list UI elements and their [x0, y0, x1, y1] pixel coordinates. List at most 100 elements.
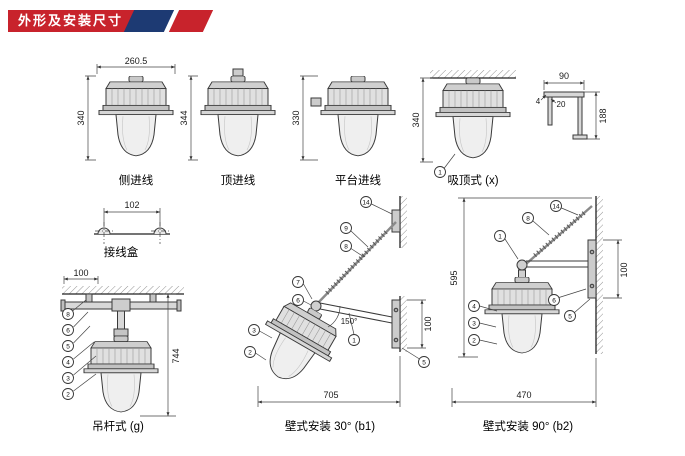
callout-number: 8 — [526, 215, 530, 222]
dimension-width: 102 — [103, 200, 161, 226]
callout-number: 6 — [66, 327, 70, 334]
hanger-clamp — [85, 293, 93, 303]
callout-number: 8 — [66, 311, 70, 318]
dim-text: 744 — [171, 348, 181, 363]
callout: 2 — [468, 334, 498, 346]
dim-text: 705 — [323, 390, 338, 400]
rod-coupling — [113, 328, 129, 337]
angle-arc — [327, 305, 341, 328]
anchor-plate — [391, 209, 401, 233]
drawing-wall-30: 150° 100 705 14 9 8 — [244, 196, 433, 433]
callout-number: 4 — [66, 359, 70, 366]
stay-rod-threads — [532, 211, 586, 258]
dimension-height: 188 — [584, 91, 608, 140]
callout-number: 14 — [552, 203, 560, 210]
callout-number: 5 — [422, 359, 426, 366]
callout: 5 — [62, 325, 91, 352]
drawing-wall-90: 595 100 470 14 8 1 — [449, 196, 629, 433]
callout-number: 5 — [66, 343, 70, 350]
dim-text: 20 — [557, 100, 566, 109]
callout-number: 2 — [472, 337, 476, 344]
platform-entry-fitting — [310, 97, 322, 107]
bracket-arm — [526, 260, 588, 268]
drawing-top-entry: 344 顶进线 — [179, 68, 276, 187]
callout: 14 — [360, 196, 393, 215]
dimension-height: 330 — [291, 75, 318, 161]
wall-plate — [587, 239, 597, 299]
drawing-label: 壁式安装 30° (b1) — [285, 419, 375, 433]
wall-plate — [391, 299, 401, 349]
drawing-label: 吊杆式 (g) — [92, 419, 144, 433]
drawing-label: 侧进线 — [119, 173, 154, 187]
callout: 8 — [62, 299, 87, 320]
callout-number: 14 — [362, 199, 370, 206]
drawing-label: 吸顶式 (x) — [447, 174, 498, 187]
tee-fitting — [111, 298, 131, 312]
callout: 9 — [340, 222, 369, 248]
callout-number: 3 — [66, 375, 70, 382]
stay-rod — [315, 221, 397, 306]
ceiling-hatch — [62, 286, 184, 294]
header-accent-navy — [123, 10, 175, 32]
callout: 5 — [401, 347, 430, 368]
callout-number: 3 — [252, 327, 256, 334]
dim-text: 330 — [291, 110, 301, 125]
dim-text: 102 — [124, 200, 139, 210]
pipe-cap-right — [176, 299, 182, 312]
ceiling-hatch — [430, 70, 516, 78]
elbow-fitting — [516, 259, 528, 271]
dim-text: 340 — [411, 112, 421, 127]
dim-text: 90 — [559, 71, 569, 81]
page-title: 外形及安装尺寸 — [18, 13, 124, 28]
callout: 3 — [468, 317, 497, 329]
callout-number: 6 — [296, 297, 300, 304]
lamp-platform-entry — [320, 76, 396, 157]
drawing-label: 平台进线 — [335, 173, 381, 187]
wall-hatch-top — [400, 196, 407, 248]
page-title-bg: 外形及安装尺寸 — [8, 10, 138, 32]
lamp-ceiling-mount — [435, 78, 511, 159]
drawing-label: 壁式安装 90° (b2) — [483, 419, 573, 433]
bolt — [393, 337, 399, 343]
bracket-foot — [572, 134, 588, 140]
dimension-height: 595 — [449, 197, 592, 358]
callout: 3 — [62, 355, 97, 384]
centerlines — [95, 222, 169, 244]
bracket-leg-left — [547, 96, 553, 126]
dim-text: 340 — [76, 110, 86, 125]
drawing-bracket-detail: 90 4 20 188 — [536, 71, 608, 140]
callout: 6 — [62, 311, 89, 336]
callout-number: 4 — [472, 303, 476, 310]
dimension-width: 90 — [543, 71, 585, 90]
drawing-label: 接线盒 — [104, 245, 139, 259]
callout: 6 — [548, 288, 587, 306]
mount-hole-left — [97, 227, 111, 235]
bolt — [393, 307, 399, 313]
top-entry-fitting — [232, 68, 244, 77]
dim-text: 344 — [179, 110, 189, 125]
dim-text: 4 — [536, 97, 541, 106]
callout: 6 — [292, 294, 312, 306]
lamp-side-entry — [98, 76, 174, 157]
bracket-arm — [319, 302, 393, 324]
callout-number: 3 — [472, 320, 476, 327]
leader-line — [550, 98, 557, 104]
callout-number: 7 — [296, 279, 300, 286]
callout-number: 2 — [248, 349, 252, 356]
callout: 8 — [522, 212, 550, 236]
dim-text: 470 — [516, 390, 531, 400]
callout: 7 — [292, 276, 313, 300]
drawing-ceiling-mount: 340 1 吸顶式 (x) — [411, 70, 516, 187]
callout: 5 — [564, 298, 591, 322]
dim-text: 100 — [423, 316, 433, 331]
dim-text: 100 — [73, 268, 88, 278]
header-accent-red — [168, 10, 214, 32]
bracket-leg-right — [577, 96, 583, 136]
bolt — [589, 283, 595, 289]
drawing-side-entry: 260.5 340 侧进线 — [76, 56, 176, 187]
callout: 1 — [434, 153, 456, 178]
callout: 3 — [248, 324, 273, 339]
drawing-platform-entry: 330 平台进线 — [291, 75, 396, 187]
